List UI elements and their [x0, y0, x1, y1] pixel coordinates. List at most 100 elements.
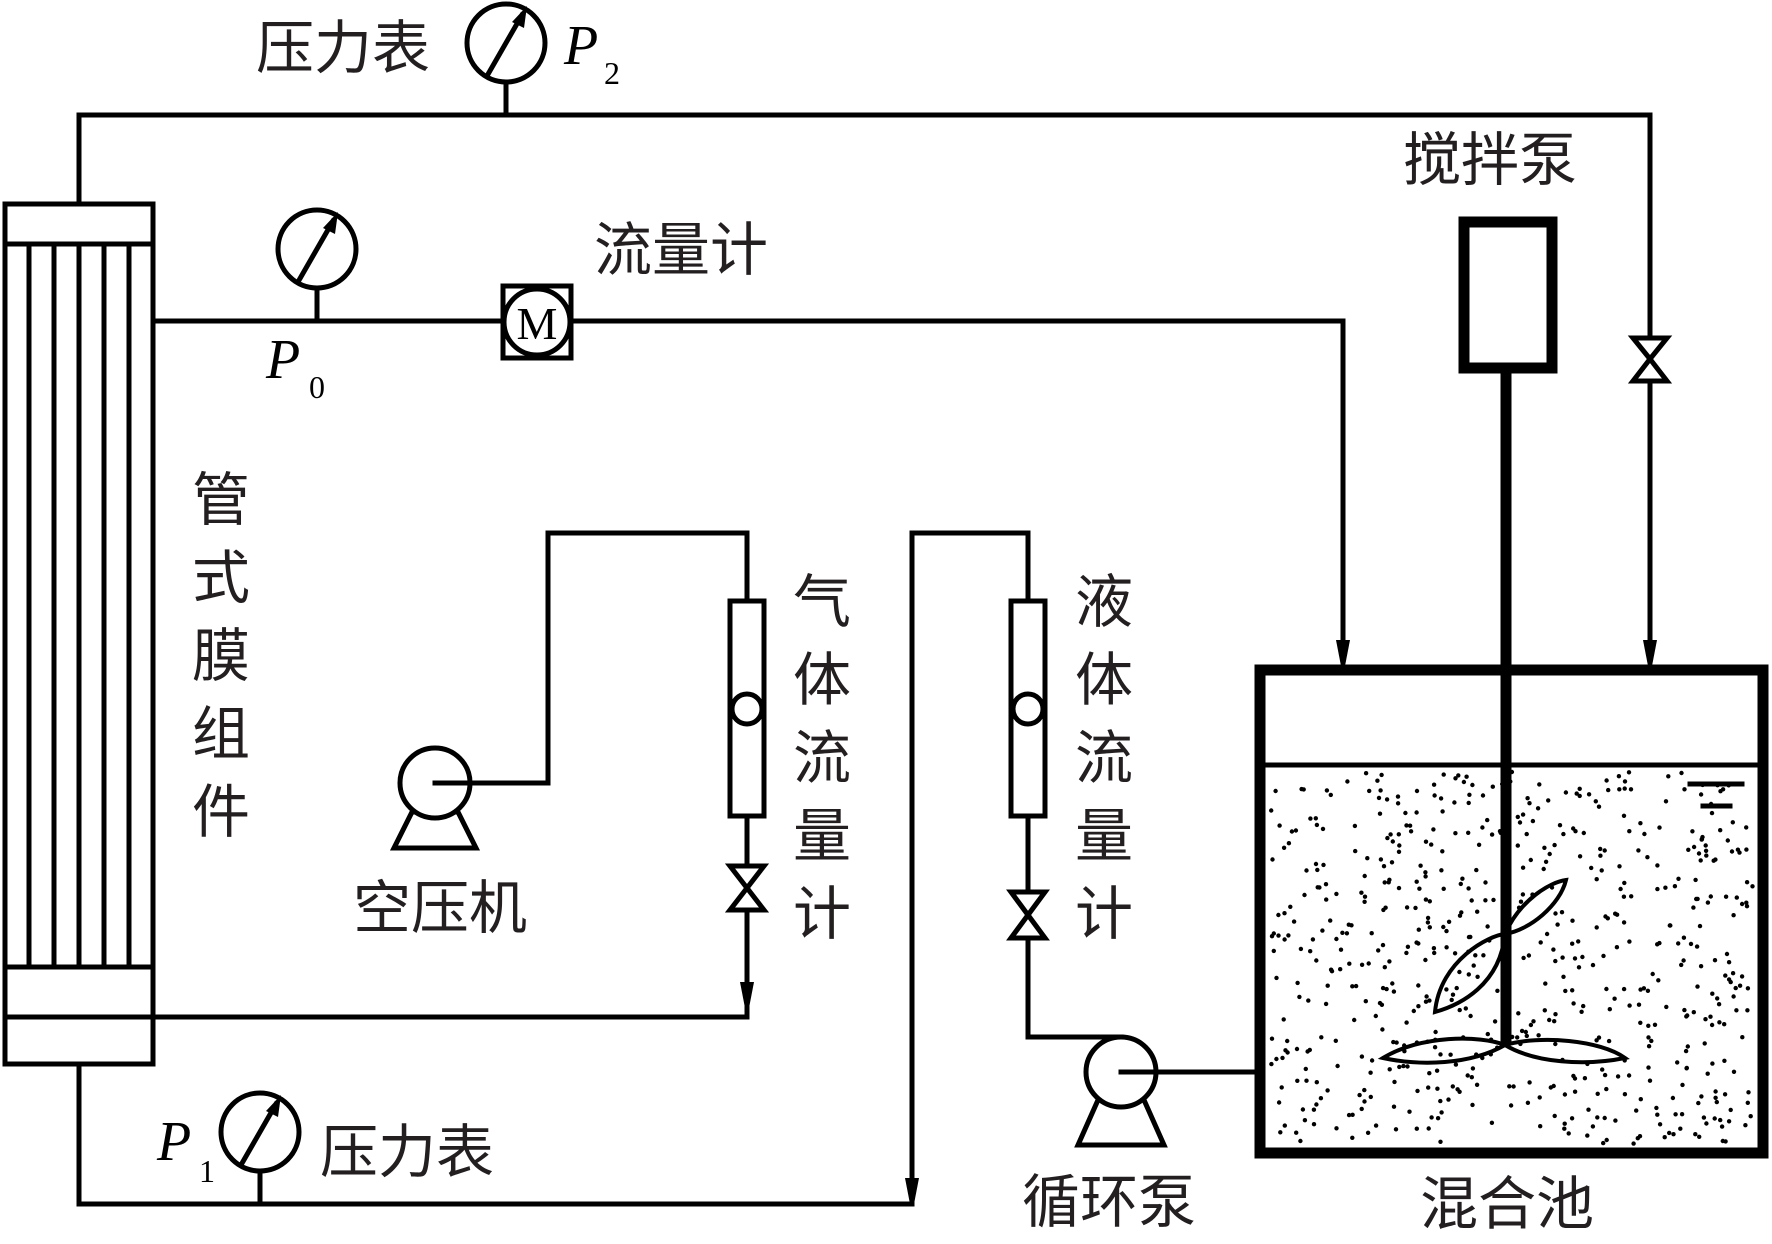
particle-dot — [1311, 1107, 1317, 1112]
particle-dot — [1750, 884, 1755, 889]
particle-dot — [1426, 1126, 1431, 1131]
particle-dot — [1382, 965, 1388, 970]
particle-dot — [1559, 910, 1565, 915]
particle-dot — [1553, 1012, 1558, 1017]
particle-dot — [1606, 787, 1611, 793]
particle-dot — [1730, 820, 1736, 825]
particle-dot — [1726, 1119, 1732, 1124]
particle-dot — [1295, 1078, 1300, 1084]
particle-dot — [1553, 1041, 1558, 1047]
arrow-down-icon — [1336, 640, 1350, 666]
concentrate-return-line — [76, 112, 1673, 666]
particle-dot — [1553, 911, 1558, 916]
particle-dot — [1340, 930, 1345, 935]
particle-dot — [1745, 986, 1751, 991]
particle-dot — [1523, 1029, 1529, 1035]
particle-dot — [1304, 1078, 1309, 1083]
liquid-flowmeter: 液 体 流 量 计 — [1006, 568, 1133, 948]
particle-dot — [1408, 829, 1414, 834]
valve-icon[interactable] — [1627, 335, 1673, 384]
particle-dot — [1572, 1089, 1578, 1094]
particle-dot — [1464, 774, 1469, 779]
particle-dot — [1416, 927, 1422, 932]
particle-dot — [1365, 856, 1370, 861]
particle-dot — [1696, 1100, 1701, 1106]
particle-dot — [1416, 941, 1421, 946]
particle-dot — [1466, 800, 1471, 806]
particle-dot — [1441, 772, 1446, 777]
particle-dot — [1552, 1113, 1557, 1119]
particle-dot — [1748, 1114, 1753, 1119]
particle-dot — [1537, 1095, 1542, 1100]
particle-dot — [1298, 946, 1304, 952]
particle-dot — [1713, 1095, 1718, 1101]
gauge-needle-icon — [294, 217, 337, 286]
particle-dot — [1270, 857, 1275, 862]
particle-dot — [1607, 1007, 1613, 1012]
particle-dot — [1685, 1044, 1691, 1049]
particle-dot — [1645, 855, 1650, 860]
particle-dot — [1740, 1035, 1745, 1040]
particle-dot — [1544, 931, 1550, 937]
particle-dot — [1362, 1099, 1367, 1104]
particle-dot — [1515, 814, 1521, 820]
particle-dot — [1594, 877, 1599, 882]
particle-dot — [1427, 1071, 1432, 1076]
particle-dot — [1662, 1135, 1667, 1140]
particle-dot — [1282, 937, 1287, 942]
particle-dot — [1440, 849, 1445, 854]
particle-dot — [1744, 900, 1749, 905]
particle-dot — [1709, 810, 1715, 816]
particle-dot — [1382, 880, 1387, 885]
particle-dot — [1475, 974, 1480, 979]
particle-dot — [1552, 842, 1557, 848]
particle-dot — [1405, 944, 1411, 949]
particle-dot — [1615, 1074, 1621, 1079]
valve-icon[interactable] — [724, 863, 770, 913]
particle-dot — [1590, 962, 1596, 968]
particle-dot — [1280, 1055, 1285, 1061]
particle-dot — [1363, 771, 1369, 776]
particle-dot — [1744, 880, 1750, 885]
particle-dot — [1485, 1031, 1491, 1037]
particle-dot — [1415, 1088, 1420, 1094]
particle-dot — [1562, 1092, 1568, 1097]
particle-dot — [1274, 1056, 1279, 1062]
particle-dot — [1293, 828, 1299, 833]
particle-dot — [1710, 991, 1715, 996]
particle-dot — [1353, 848, 1358, 854]
particle-dot — [1667, 1130, 1672, 1136]
particle-dot — [1373, 1013, 1379, 1019]
particle-dot — [1560, 955, 1565, 960]
particle-dot — [1586, 792, 1592, 797]
particle-dot — [1389, 860, 1395, 865]
particle-dot — [1304, 868, 1309, 873]
particle-dot — [1454, 985, 1459, 991]
particle-dot — [1432, 950, 1437, 956]
particle-dot — [1423, 897, 1429, 902]
particle-dot — [1602, 1072, 1608, 1078]
module-label-char: 管 — [192, 466, 250, 534]
particle-dot — [1404, 823, 1409, 828]
particle-dot — [1308, 816, 1313, 821]
particle-dot — [1440, 809, 1445, 814]
valve-icon[interactable] — [1006, 889, 1050, 941]
particle-dot — [1562, 1121, 1567, 1126]
particle-dot — [1391, 989, 1397, 994]
particle-dot — [1678, 1126, 1683, 1131]
particle-dot — [1717, 1020, 1722, 1025]
particle-dot — [1694, 944, 1700, 949]
particle-dot — [1626, 1073, 1632, 1078]
particle-dot — [1576, 965, 1582, 970]
particle-dot — [1656, 978, 1661, 983]
particle-dot — [1461, 779, 1467, 785]
gas-flowmeter-label-char: 量 — [793, 802, 851, 870]
particle-dot — [1729, 849, 1735, 854]
particle-dot — [1527, 801, 1532, 806]
particle-dot — [1446, 919, 1452, 924]
particle-dot — [1311, 1122, 1317, 1127]
particle-dot — [1491, 897, 1496, 903]
particle-dot — [1710, 1061, 1715, 1066]
particle-dot — [1600, 1067, 1605, 1072]
particle-dot — [1362, 894, 1368, 899]
